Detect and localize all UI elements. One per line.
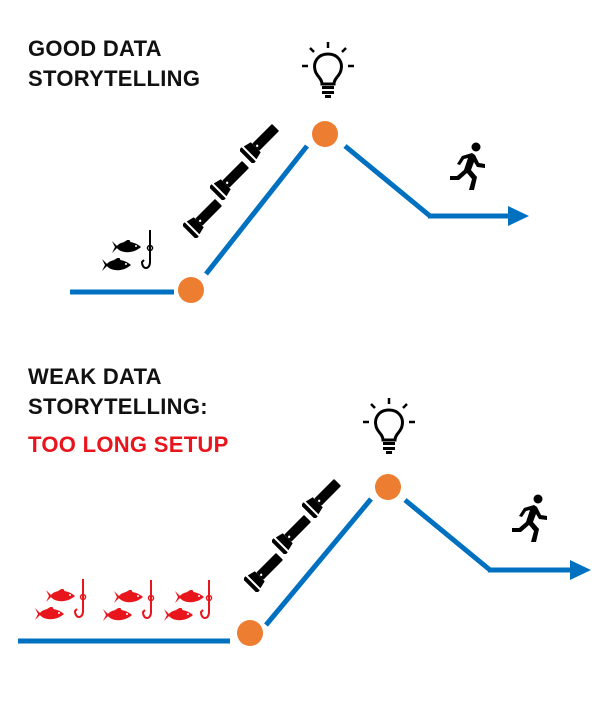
flashlight-icon <box>240 123 280 163</box>
weak-story-path <box>18 497 574 644</box>
hook-icon <box>142 580 155 619</box>
weak-title: WEAK DATA STORYTELLING: TOO LONG SETUP <box>28 362 229 460</box>
fish-icon <box>102 258 131 271</box>
runner-icon <box>450 142 485 190</box>
flashlight-icon <box>244 552 284 592</box>
fish-icon <box>114 590 143 603</box>
weak-subtitle: TOO LONG SETUP <box>28 432 229 457</box>
fish-group <box>35 579 213 621</box>
runner-icon <box>512 494 547 542</box>
hook-icon <box>141 230 154 269</box>
flashlight-icon <box>210 160 250 200</box>
good-story-path <box>70 144 512 295</box>
weak-title-line1: WEAK DATA <box>28 364 162 389</box>
arrow-icon <box>508 206 529 226</box>
inciting-node <box>178 277 204 303</box>
climax-node <box>375 474 401 500</box>
rising-line <box>264 497 373 627</box>
climax-node <box>312 121 338 147</box>
fish-icon <box>46 589 75 602</box>
flashlight-icon <box>183 198 223 238</box>
flashlight-icon <box>272 514 312 554</box>
flashlight-icon <box>302 478 342 518</box>
good-title-line1: GOOD DATA <box>28 36 162 61</box>
lightbulb-icon <box>300 40 356 100</box>
rising-line <box>204 144 309 276</box>
fish-icon <box>35 607 64 620</box>
arrow-icon <box>570 560 591 580</box>
lightbulb-icon <box>361 396 417 456</box>
inciting-node <box>237 620 263 646</box>
fish-icon <box>112 240 141 253</box>
falling-line <box>343 144 432 218</box>
hook-icon <box>74 579 87 618</box>
fish-icon <box>164 608 193 621</box>
falling-line <box>403 498 492 572</box>
good-title: GOOD DATA STORYTELLING <box>28 34 200 94</box>
hook-icon <box>200 580 213 619</box>
weak-title-line2: STORYTELLING: <box>28 394 208 419</box>
good-title-line2: STORYTELLING <box>28 66 201 91</box>
fish-icon <box>103 608 132 621</box>
fish-icon <box>175 590 204 603</box>
